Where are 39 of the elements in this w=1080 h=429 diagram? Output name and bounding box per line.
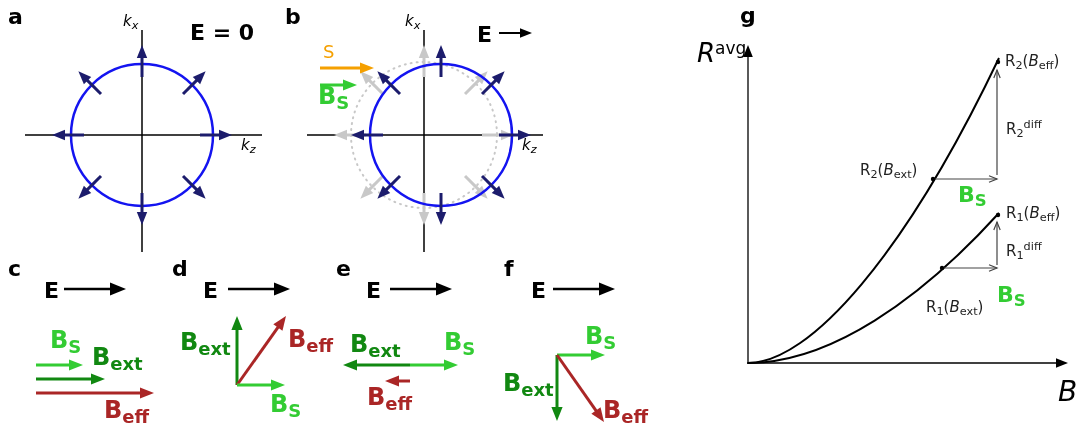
field-label: E bbox=[477, 24, 493, 46]
spin-label: S bbox=[323, 43, 335, 61]
axis-label: B bbox=[1058, 378, 1078, 406]
panel-letter: f bbox=[504, 258, 514, 280]
vector-label: B$_{ext}$ bbox=[350, 332, 401, 356]
vector-label: B$_{eff}$ bbox=[104, 398, 150, 422]
panel-letter: b bbox=[285, 6, 301, 28]
field-label: E bbox=[44, 280, 60, 302]
vector-label: B$_{eff}$ bbox=[603, 398, 649, 422]
curve-label: R$_{2}$(B$_{eff}$) bbox=[1005, 54, 1060, 69]
vector-label: B$_{eff}$ bbox=[367, 385, 413, 409]
vector-label: B$_{S}$ bbox=[318, 84, 350, 108]
vector-label: B$_{S}$ bbox=[50, 328, 82, 352]
axis-label: k$_{x}$ bbox=[405, 14, 421, 29]
vector-label: B$_{ext}$ bbox=[180, 330, 231, 354]
vector-label: B$_{ext}$ bbox=[503, 371, 554, 395]
field-label: E bbox=[366, 280, 382, 302]
field-label: E bbox=[203, 280, 219, 302]
panel-letter: c bbox=[8, 258, 22, 280]
axis-label: k$_{z}$ bbox=[241, 138, 256, 153]
vector-label: B$_{ext}$ bbox=[92, 345, 143, 369]
panel-letter: e bbox=[336, 258, 351, 280]
curve-label: R$_{1}$(B$_{eff}$) bbox=[1006, 206, 1061, 221]
vector-label: B$_{eff}$ bbox=[288, 327, 334, 351]
field-label: E bbox=[531, 280, 547, 302]
curve-label: R$_{2}$(B$_{ext}$) bbox=[860, 163, 918, 178]
vector-label: B$_{S}$ bbox=[270, 392, 302, 416]
panel-letter: a bbox=[8, 6, 23, 28]
panel-letter: g bbox=[740, 5, 756, 27]
axis-label: k$_{x}$ bbox=[123, 14, 139, 29]
vector-label: B$_{S}$ bbox=[997, 284, 1026, 306]
axis-label: k$_{z}$ bbox=[522, 138, 537, 153]
axis-label: R$^{avg}$ bbox=[697, 40, 747, 66]
vector-label: B$_{S}$ bbox=[444, 330, 476, 354]
vector-label: B$_{S}$ bbox=[958, 184, 987, 206]
field-label: E = 0 bbox=[190, 22, 255, 44]
panel-letter: d bbox=[172, 258, 188, 280]
vector-label: B$_{S}$ bbox=[585, 324, 617, 348]
curve-label: R$_{1}$(B$_{ext}$) bbox=[926, 300, 984, 315]
